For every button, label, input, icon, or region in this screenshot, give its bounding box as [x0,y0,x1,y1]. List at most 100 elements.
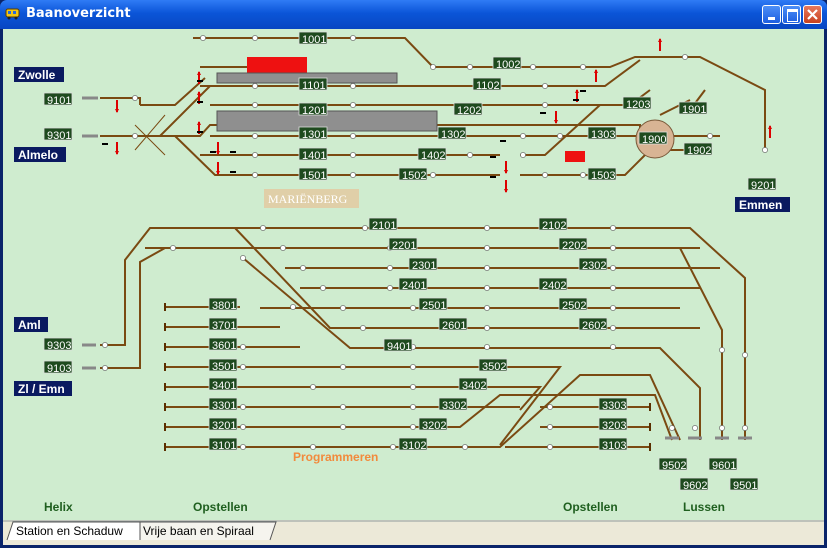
track-label-2401[interactable]: 2401 [402,280,426,292]
track-label-2202-box [558,237,588,251]
track-label-3203[interactable]: 3203 [602,420,626,432]
track-label-3301[interactable]: 3301 [212,400,236,412]
title-bar[interactable]: Baanoverzicht [0,0,827,29]
track-label-9101[interactable]: 9101 [47,95,71,107]
direction-almelo[interactable]: Almelo [18,148,58,162]
track-label-2501[interactable]: 2501 [422,300,446,312]
track-label-2302[interactable]: 2302 [582,260,606,272]
track-label-1402[interactable]: 1402 [421,150,445,162]
track-label-2102[interactable]: 2102 [542,220,566,232]
track-label-1301[interactable]: 1301 [302,129,326,141]
track-label-3102[interactable]: 3102 [402,440,426,452]
track-label-1302[interactable]: 1302 [441,129,465,141]
track-label-3502[interactable]: 3502 [482,361,506,373]
track-label-1001[interactable]: 1001 [302,34,326,46]
track-label-1303[interactable]: 1303 [591,129,615,141]
track-label-3103[interactable]: 3103 [602,440,626,452]
track-node [719,425,725,431]
track-label-9502[interactable]: 9502 [662,460,686,472]
track-node [340,424,346,430]
track-node [547,444,553,450]
track-label-1203[interactable]: 1203 [626,99,650,111]
direction-aml[interactable]: Aml [18,318,41,332]
track-label-1902[interactable]: 1902 [687,145,711,157]
track-node [350,35,356,41]
track-node [240,424,246,430]
track-node [240,364,246,370]
track-label-1202[interactable]: 1202 [457,105,481,117]
track-label-1101-box [298,77,328,91]
track-label-9303[interactable]: 9303 [47,340,71,352]
track-label-2402[interactable]: 2402 [542,280,566,292]
track-node [610,305,616,311]
track-label-2502[interactable]: 2502 [562,300,586,312]
track-label-9501-box [729,477,759,491]
window-title: Baanoverzicht [26,6,131,21]
track-label-2201[interactable]: 2201 [392,240,416,252]
track-node [557,133,563,139]
track-segment [165,394,673,441]
track-label-9602[interactable]: 9602 [683,480,707,492]
track-label-3701[interactable]: 3701 [212,320,236,332]
direction-zl-emn[interactable]: Zl / Emn [18,382,65,396]
track-label-9103-box [43,360,73,374]
track-label-3303[interactable]: 3303 [602,400,626,412]
track-segment [100,227,746,440]
track-node [350,102,356,108]
track-label-3401[interactable]: 3401 [212,380,236,392]
track-label-3801[interactable]: 3801 [212,300,236,312]
close-button[interactable] [803,5,822,24]
maximize-button[interactable] [782,5,801,24]
track-node [410,384,416,390]
track-label-2202[interactable]: 2202 [562,240,586,252]
track-label-1901[interactable]: 1901 [682,104,706,116]
track-label-3501[interactable]: 3501 [212,361,236,373]
track-label-1002[interactable]: 1002 [496,59,520,71]
track-node [484,285,490,291]
signal-arrow-icon [504,189,508,193]
tab-vrije-baan-en-spiraal[interactable] [139,521,277,541]
track-label-1900[interactable]: 1900 [642,134,666,146]
track-node [252,35,258,41]
track-label-9401[interactable]: 9401 [387,341,411,353]
track-label-1002-box [492,56,522,70]
track-label-1303-box [587,126,617,140]
track-label-2602[interactable]: 2602 [582,320,606,332]
track-label-2101[interactable]: 2101 [372,220,396,232]
track-label-1401[interactable]: 1401 [302,150,326,162]
track-label-9501[interactable]: 9501 [733,480,757,492]
track-node [484,325,490,331]
signal-arrow-icon [197,121,201,125]
track-label-1502[interactable]: 1502 [402,170,426,182]
direction-zwolle[interactable]: Zwolle [18,68,56,82]
track-label-2502-box [558,297,588,311]
track-label-9301[interactable]: 9301 [47,130,71,142]
track-label-3202[interactable]: 3202 [422,420,446,432]
programmeren-link[interactable]: Programmeren [293,450,378,464]
track-label-3101[interactable]: 3101 [212,440,236,452]
track-label-2301[interactable]: 2301 [412,260,436,272]
track-label-9201[interactable]: 9201 [751,180,775,192]
track-label-1102[interactable]: 1102 [476,80,500,92]
track-label-3302[interactable]: 3302 [442,400,466,412]
track-label-1201[interactable]: 1201 [302,105,326,117]
track-node [692,425,698,431]
track-label-3201[interactable]: 3201 [212,420,236,432]
track-label-2601[interactable]: 2601 [442,320,466,332]
track-label-9601[interactable]: 9601 [712,460,736,472]
track-label-1101[interactable]: 1101 [302,80,326,92]
track-node [467,64,473,70]
track-label-3601[interactable]: 3601 [212,340,236,352]
track-node [520,133,526,139]
track-label-1503[interactable]: 1503 [591,170,615,182]
track-node [360,325,366,331]
minimize-button[interactable] [762,5,781,24]
track-label-3402[interactable]: 3402 [462,380,486,392]
direction-emmen[interactable]: Emmen [739,198,782,212]
maximize-icon [787,9,798,22]
track-label-9103[interactable]: 9103 [47,363,71,375]
track-label-1501[interactable]: 1501 [302,170,326,182]
track-node [340,364,346,370]
track-node [132,133,138,139]
track-node [260,225,266,231]
